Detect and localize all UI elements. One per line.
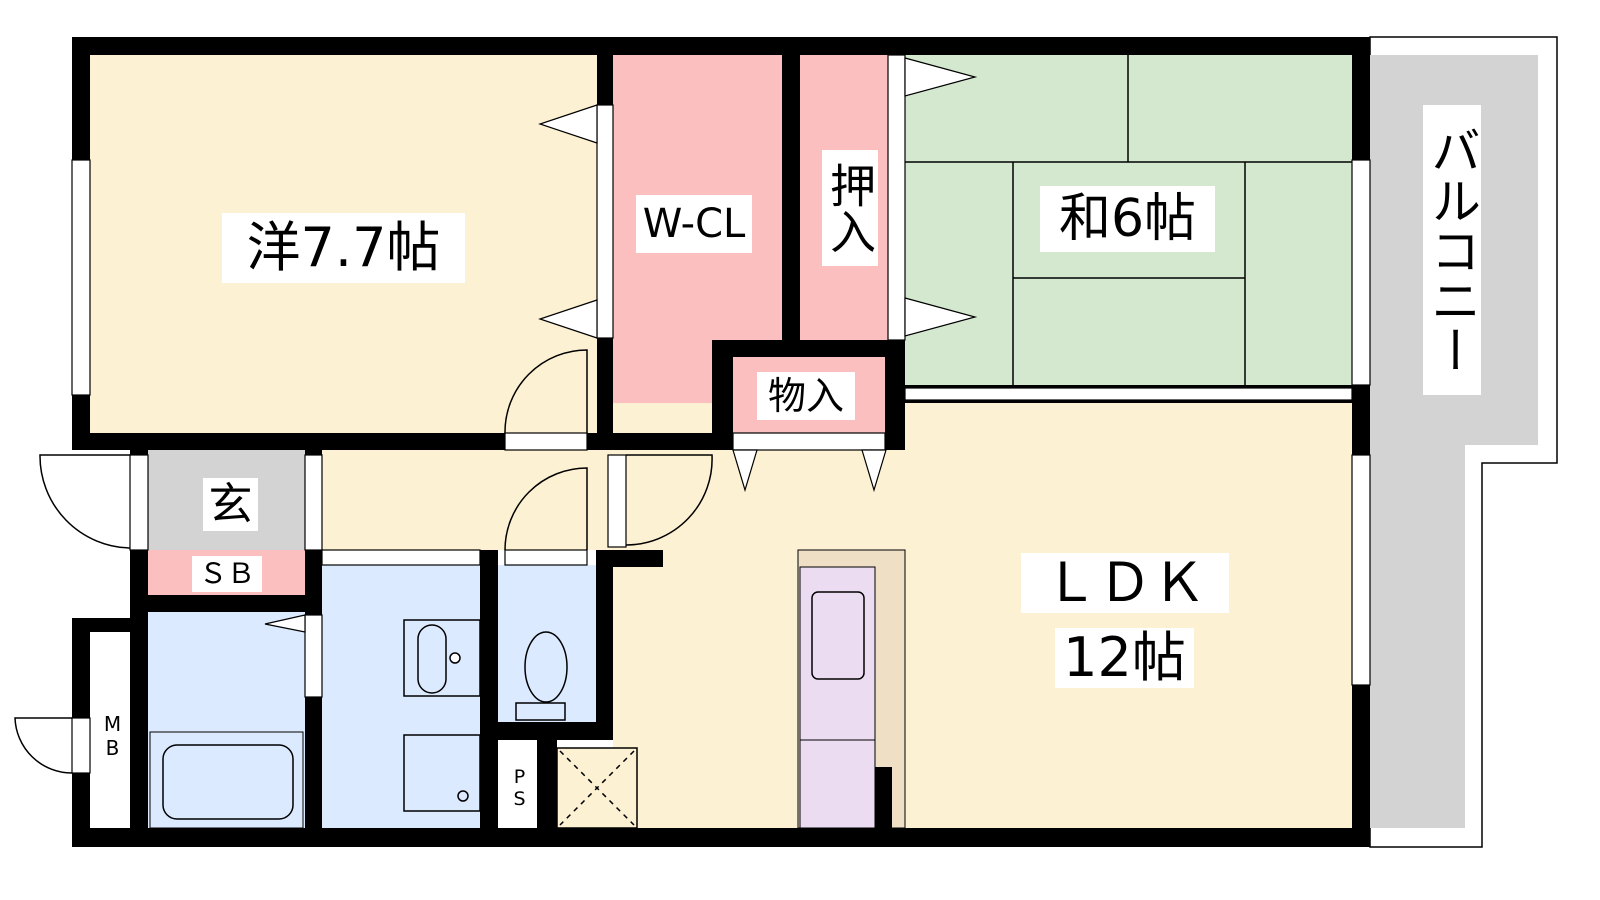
toilet-floor xyxy=(498,565,596,722)
walk-in-closet-label: W-CL xyxy=(636,195,752,253)
pipe-space-label: PS xyxy=(508,766,531,810)
meter-box-label: MB xyxy=(100,712,125,760)
western-room-label: 洋7.7帖 xyxy=(222,213,465,283)
balcony-label: バルコニー xyxy=(1423,105,1481,395)
tatami-lines xyxy=(905,55,1352,385)
oshiire-label: 押入 xyxy=(822,150,878,266)
shoe-box-label: ＳＢ xyxy=(192,556,262,592)
balcony-floor xyxy=(1370,55,1538,828)
floor-hatch xyxy=(556,747,638,829)
door-swings xyxy=(14,349,713,774)
windows-doors xyxy=(71,54,1371,774)
sliding-door-markers xyxy=(264,57,978,633)
kitchen-sink xyxy=(811,591,865,680)
storage-label: 物入 xyxy=(757,372,855,420)
japanese-room-label: 和6帖 xyxy=(1040,186,1215,252)
ldk-label: ＬＤＫ xyxy=(1021,553,1229,613)
bathtub-basin xyxy=(162,744,294,820)
bathroom-floor xyxy=(148,612,305,828)
entrance-label: 玄 xyxy=(203,478,258,531)
toilet-icon xyxy=(515,631,568,721)
meter-box xyxy=(90,632,130,828)
hallway-floor xyxy=(322,450,613,550)
ldk-size-label: 12帖 xyxy=(1055,628,1194,688)
pipe-space xyxy=(498,740,537,828)
ldk-floor xyxy=(613,403,1352,828)
